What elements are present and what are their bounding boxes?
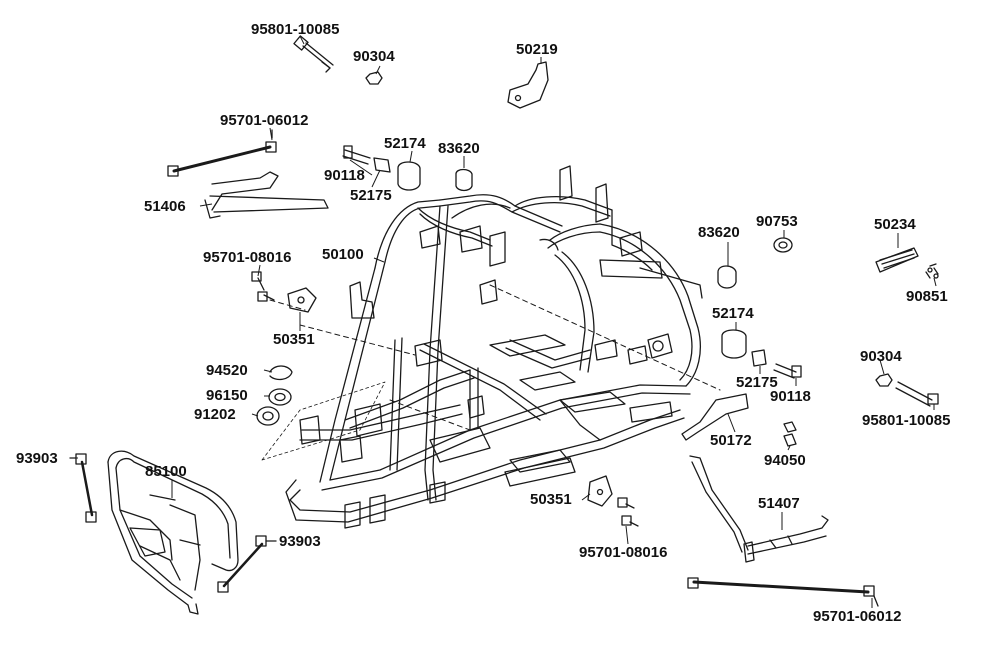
part-label-52174: 52174 (712, 305, 754, 322)
part-label-93903: 93903 (279, 533, 321, 550)
part-label-52175: 52175 (350, 187, 392, 204)
part-label-50219: 50219 (516, 41, 558, 58)
part-label-95701-08016: 95701-08016 (203, 249, 292, 266)
part-label-94050: 94050 (764, 452, 806, 469)
part-label-51406: 51406 (144, 198, 186, 215)
part-label-91202: 91202 (194, 406, 236, 423)
part-label-50351: 50351 (273, 331, 315, 348)
front-bumper-drawing (107, 450, 239, 615)
part-label-94520: 94520 (206, 362, 248, 379)
part-label-95701-06012: 95701-06012 (813, 608, 902, 625)
part-label-50172: 50172 (710, 432, 752, 449)
part-label-93903: 93903 (16, 450, 58, 467)
part-label-50100: 50100 (322, 246, 364, 263)
part-label-95801-10085: 95801-10085 (862, 412, 951, 429)
part-label-83620: 83620 (438, 140, 480, 157)
bolt-95801-10085-top-drawing (293, 35, 334, 73)
part-label-83620: 83620 (698, 224, 740, 241)
part-label-90304: 90304 (353, 48, 395, 65)
part-label-95801-10085: 95801-10085 (251, 21, 340, 38)
part-label-90118: 90118 (324, 167, 365, 184)
part-label-51407: 51407 (758, 495, 800, 512)
part-label-95701-06012: 95701-06012 (220, 112, 309, 129)
part-label-96150: 96150 (206, 387, 248, 404)
main-frame-drawing (285, 165, 703, 529)
part-label-90304: 90304 (860, 348, 902, 365)
part-label-50234: 50234 (874, 216, 916, 233)
part-label-52174: 52174 (384, 135, 426, 152)
leader-lines (70, 35, 937, 608)
part-label-85100: 85100 (145, 463, 187, 480)
part-label-90118: 90118 (770, 388, 811, 405)
part-label-95701-08016: 95701-08016 (579, 544, 668, 561)
part-label-90851: 90851 (906, 288, 948, 305)
part-label-52175: 52175 (736, 374, 778, 391)
part-label-90753: 90753 (756, 213, 798, 230)
part-label-50351: 50351 (530, 491, 572, 508)
